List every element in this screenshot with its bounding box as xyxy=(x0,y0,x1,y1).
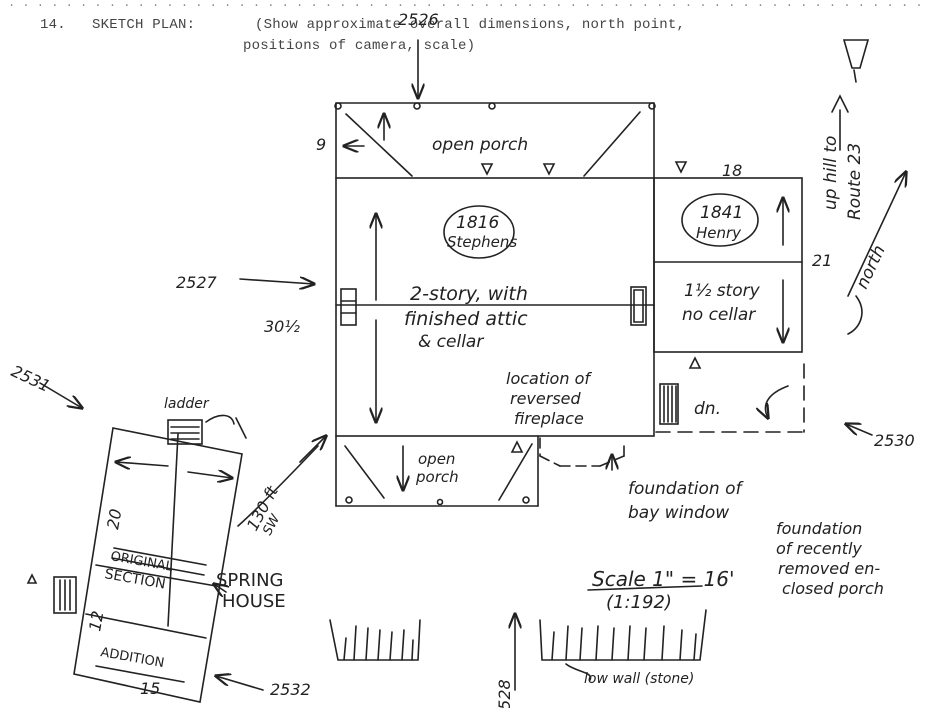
instructions-line-1: (Show approximate overall dimensions, no… xyxy=(255,17,686,33)
label-enc-3: removed en- xyxy=(778,559,880,578)
dim-spring-addition: 12 xyxy=(85,609,107,632)
bay-window-foundation xyxy=(539,437,625,467)
label-bay-2: bay window xyxy=(628,503,729,523)
label-main-desc-3: & cellar xyxy=(418,332,484,352)
dim-spring-width: 15 xyxy=(140,679,160,698)
camera-2527: 2527 xyxy=(176,273,218,292)
label-fireplace-3: fireplace xyxy=(514,409,584,428)
enclosed-porch-foundation xyxy=(655,363,805,433)
camera-2530: 2530 xyxy=(874,431,915,450)
label-addition-spring: ADDITION xyxy=(99,645,165,671)
top-porch xyxy=(334,102,688,179)
label-scale-2: (1:192) xyxy=(606,592,672,613)
label-fireplace-2: reversed xyxy=(510,389,581,408)
dotted-rule: . . . . . . . . . . . . . . . . . . . . … xyxy=(8,0,928,6)
label-addition-year: 1841 xyxy=(700,203,743,223)
camera-2528: 2528 xyxy=(495,679,514,708)
dim-addition-top: 18 xyxy=(722,161,742,180)
camera-2526: 2526 xyxy=(398,10,439,29)
label-road-2: Route 23 xyxy=(845,143,865,220)
dim-top-porch: 9 xyxy=(316,135,326,154)
dim-main-width: 30½ xyxy=(264,317,300,336)
label-fireplace-1: location of xyxy=(506,369,592,388)
label-main-owner: Stephens xyxy=(447,233,517,251)
camera-2532: 2532 xyxy=(270,680,311,699)
label-addition-desc-2: no cellar xyxy=(682,305,756,325)
label-enc-1: foundation xyxy=(776,519,862,538)
stone-walls xyxy=(329,609,707,681)
label-scale-1: Scale 1" = 16' xyxy=(592,567,735,591)
label-open-porch-bottom-2: porch xyxy=(415,468,459,486)
label-spring-1: SPRING xyxy=(216,570,284,591)
section-title: SKETCH PLAN: xyxy=(92,17,196,33)
item-number: 14. xyxy=(40,17,66,33)
addition-1841 xyxy=(653,177,803,369)
label-main-year: 1816 xyxy=(456,213,499,233)
label-open-porch-top: open porch xyxy=(432,135,528,155)
camera-2531: 2531 xyxy=(8,361,53,395)
label-main-desc-2: finished attic xyxy=(404,308,528,330)
label-north: north xyxy=(852,242,889,292)
label-addition-desc-1: 1½ story xyxy=(684,281,761,301)
bottom-porch xyxy=(335,435,539,507)
label-dn: dn. xyxy=(694,399,721,419)
label-enc-4: closed porch xyxy=(782,579,884,598)
dim-spring-length: 20 xyxy=(103,507,125,530)
label-road-1: up hill to xyxy=(821,136,841,210)
label-main-desc-1: 2-story, with xyxy=(410,283,528,305)
label-ladder: ladder xyxy=(164,396,210,412)
label-low-wall: low wall (stone) xyxy=(584,671,694,687)
label-spring-2: HOUSE xyxy=(222,591,286,612)
steps-right xyxy=(659,383,679,425)
dim-addition-side: 21 xyxy=(812,251,832,270)
instructions-line-2: positions of camera, scale) xyxy=(243,38,476,54)
label-addition-owner: Henry xyxy=(696,224,742,242)
spring-house xyxy=(26,414,247,703)
label-open-porch-bottom-1: open xyxy=(418,450,455,468)
label-bay-1: foundation of xyxy=(628,479,745,499)
label-enc-2: of recently xyxy=(776,539,862,558)
